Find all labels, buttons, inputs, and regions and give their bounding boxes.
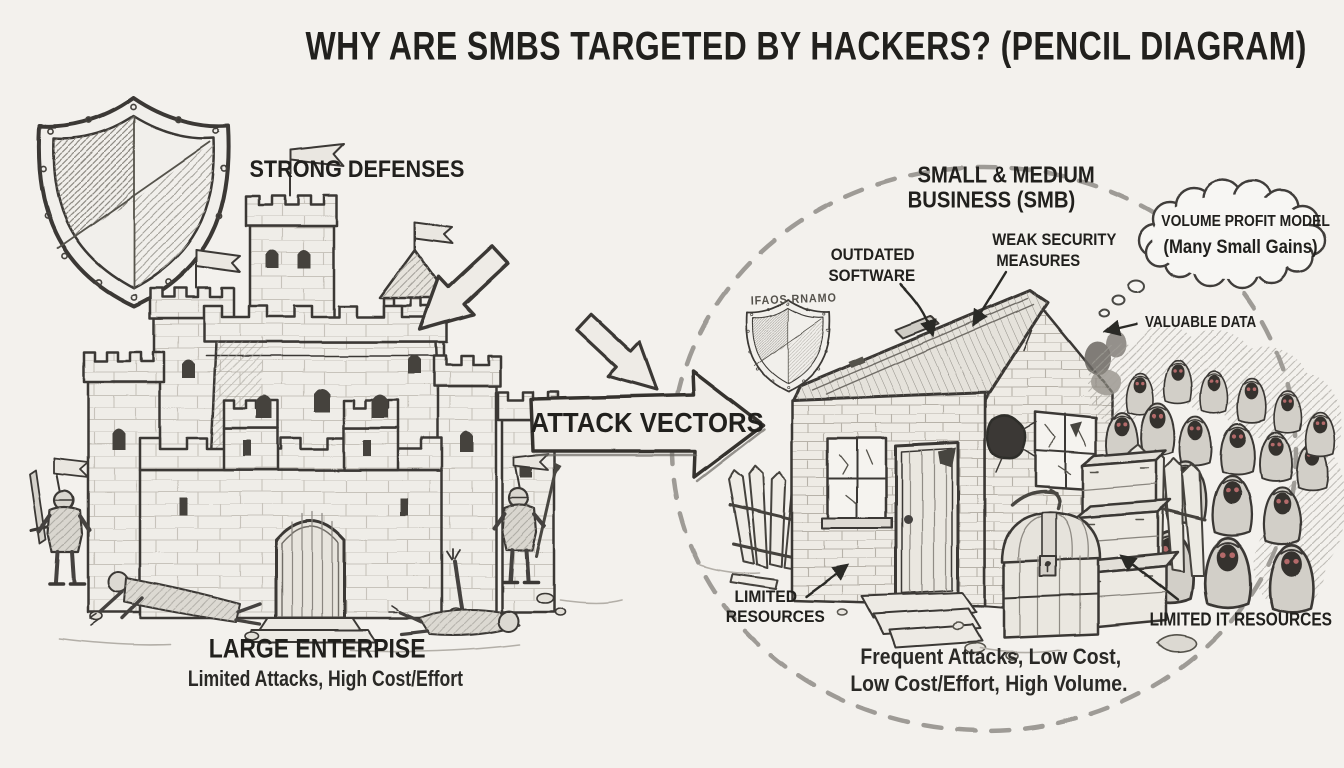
pointer-limited-it bbox=[1119, 553, 1180, 602]
thought-bubble bbox=[1098, 178, 1327, 318]
knight-left-icon bbox=[29, 457, 91, 586]
treasure-chest-icon bbox=[1000, 510, 1102, 640]
pointer-weak-security bbox=[972, 270, 1008, 327]
thought-bubble-line2: (Many Small Gains) bbox=[1163, 237, 1318, 258]
limited-resources-line1: LIMITED bbox=[734, 587, 797, 606]
attack-arrow-small-icon bbox=[566, 303, 675, 409]
weak-security-line2: MEASURES bbox=[996, 251, 1081, 270]
knight-right-icon bbox=[492, 453, 561, 584]
smb-heading-line1: SMALL & MEDIUM bbox=[917, 161, 1095, 188]
castle-fortress-sketch bbox=[59, 143, 623, 652]
ground-strokes bbox=[59, 599, 623, 652]
pointer-outdated-software bbox=[898, 282, 937, 338]
outdated-software-line2: SOFTWARE bbox=[828, 266, 916, 285]
large-enterprise-name: LARGE ENTERPISE bbox=[208, 633, 426, 664]
pointer-valuable-data bbox=[1102, 319, 1138, 337]
ground-strokes-right bbox=[699, 564, 1198, 661]
outdated-software-line1: OUTDATED bbox=[830, 245, 915, 264]
fallen-attacker-right-icon bbox=[388, 548, 521, 636]
valuable-data-label: VALUABLE DATA bbox=[1144, 314, 1257, 331]
strong-defenses-label: STRONG DEFENSES bbox=[249, 156, 465, 183]
thought-bubble-line1: VOLUME PROFIT MODEL bbox=[1161, 213, 1330, 230]
weak-security-line1: WEAK SECURITY bbox=[992, 230, 1117, 249]
pointer-arrows bbox=[804, 270, 1180, 602]
limited-it-resources-label: LIMITED IT RESOURCES bbox=[1149, 609, 1333, 630]
smb-caption-line1: Frequent Attacks, Low Cost, bbox=[860, 644, 1122, 669]
diagram-title: WHY ARE SMBS TARGETED BY HACKERS? (PENCI… bbox=[305, 24, 1307, 69]
large-enterprise-caption: Limited Attacks, High Cost/Effort bbox=[187, 666, 463, 691]
limited-resources-line2: RESOURCES bbox=[725, 607, 825, 626]
pointer-limited-resources bbox=[804, 563, 849, 598]
fallen-attacker-left-icon bbox=[89, 571, 262, 626]
smb-caption-line2: Low Cost/Effort, High Volume. bbox=[850, 671, 1128, 696]
hooded-hacker-crowd-icon bbox=[1088, 326, 1344, 614]
attack-vectors-arrow bbox=[529, 369, 766, 483]
attack-vectors-label: ATTACK VECTORS bbox=[530, 407, 764, 438]
smb-heading-line2: BUSINESS (SMB) bbox=[907, 186, 1076, 213]
large-shield-icon bbox=[39, 98, 228, 306]
